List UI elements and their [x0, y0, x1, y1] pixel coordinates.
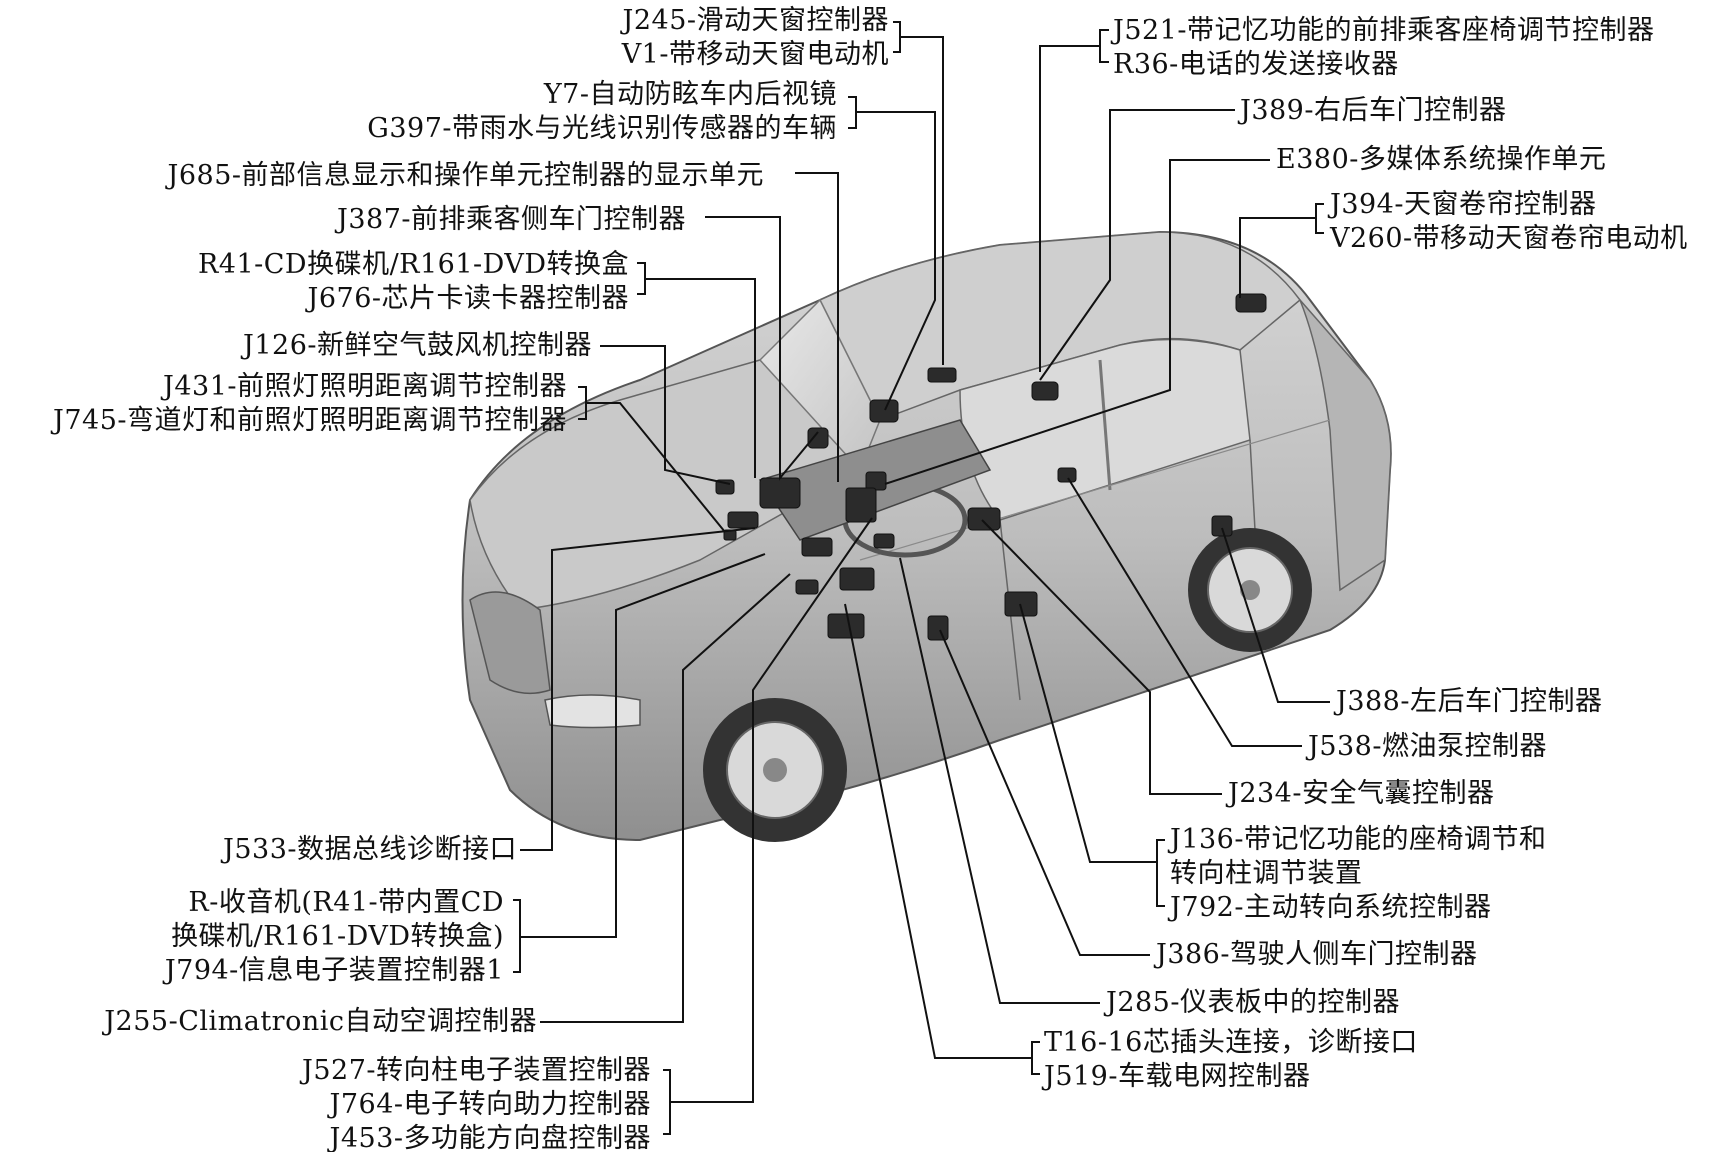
label-j285: J285-仪表板中的控制器 [1106, 986, 1400, 1020]
label-line: E380-多媒体系统操作单元 [1276, 143, 1606, 177]
label-line: J234-安全气囊控制器 [1228, 777, 1494, 811]
label-r41: R41-CD换碟机/R161-DVD转换盒 J676-芯片卡读卡器控制器 [198, 248, 629, 316]
label-line: J126-新鲜空气鼓风机控制器 [243, 329, 592, 363]
label-line: 转向柱调节装置 [1170, 857, 1546, 891]
label-r: R-收音机(R41-带内置CD 换碟机/R161-DVD转换盒) J794-信息… [165, 886, 504, 988]
label-line: J255-Climatronic自动空调控制器 [104, 1005, 537, 1039]
label-line: J431-前照灯照明距离调节控制器 [53, 370, 567, 404]
label-j126: J126-新鲜空气鼓风机控制器 [243, 329, 592, 363]
car-body [463, 232, 1391, 842]
label-j255: J255-Climatronic自动空调控制器 [104, 1005, 537, 1039]
label-e380: E380-多媒体系统操作单元 [1276, 143, 1606, 177]
label-j387: J387-前排乘客侧车门控制器 [337, 203, 686, 237]
label-line: T16-16芯插头连接，诊断接口 [1044, 1026, 1418, 1060]
label-line: J676-芯片卡读卡器控制器 [198, 282, 629, 316]
label-j394: J394-天窗卷帘控制器 V260-带移动天窗卷帘电动机 [1330, 188, 1688, 256]
label-line: J387-前排乘客侧车门控制器 [337, 203, 686, 237]
label-line: J453-多功能方向盘控制器 [302, 1122, 651, 1152]
label-line: Y7-自动防眩车内后视镜 [367, 78, 837, 112]
label-line: J386-驾驶人侧车门控制器 [1156, 938, 1477, 972]
label-line: J538-燃油泵控制器 [1308, 730, 1547, 764]
label-j685: J685-前部信息显示和操作单元控制器的显示单元 [168, 159, 764, 193]
label-line: J685-前部信息显示和操作单元控制器的显示单元 [168, 159, 764, 193]
label-line: J285-仪表板中的控制器 [1106, 986, 1400, 1020]
label-line: J745-弯道灯和前照灯照明距离调节控制器 [53, 404, 567, 438]
label-line: J764-电子转向助力控制器 [302, 1088, 651, 1122]
label-line: J533-数据总线诊断接口 [223, 833, 517, 867]
label-j527: J527-转向柱电子装置控制器 J764-电子转向助力控制器 J453-多功能方… [302, 1054, 651, 1152]
label-line: J245-滑动天窗控制器 [622, 4, 889, 38]
label-line: G397-带雨水与光线识别传感器的车辆 [367, 112, 837, 146]
label-y7: Y7-自动防眩车内后视镜 G397-带雨水与光线识别传感器的车辆 [367, 78, 837, 146]
label-line: V1-带移动天窗电动机 [622, 38, 889, 72]
label-line: J527-转向柱电子装置控制器 [302, 1054, 651, 1088]
label-j386: J386-驾驶人侧车门控制器 [1156, 938, 1477, 972]
label-j521: J521-带记忆功能的前排乘客座椅调节控制器 R36-电话的发送接收器 [1113, 14, 1654, 82]
label-line: J792-主动转向系统控制器 [1170, 891, 1546, 925]
label-line: R36-电话的发送接收器 [1113, 48, 1654, 82]
label-j388: J388-左后车门控制器 [1336, 685, 1602, 719]
label-line: J794-信息电子装置控制器1 [165, 954, 504, 988]
label-line: J136-带记忆功能的座椅调节和 [1170, 823, 1546, 857]
label-line: R-收音机(R41-带内置CD [165, 886, 504, 920]
label-j431: J431-前照灯照明距离调节控制器 J745-弯道灯和前照灯照明距离调节控制器 [53, 370, 567, 438]
label-j389: J389-右后车门控制器 [1240, 94, 1506, 128]
label-line: 换碟机/R161-DVD转换盒) [165, 920, 504, 954]
label-t16: T16-16芯插头连接，诊断接口 J519-车载电网控制器 [1044, 1026, 1418, 1094]
label-j136: J136-带记忆功能的座椅调节和 转向柱调节装置 J792-主动转向系统控制器 [1170, 823, 1546, 925]
label-j533: J533-数据总线诊断接口 [223, 833, 517, 867]
label-line: J394-天窗卷帘控制器 [1330, 188, 1688, 222]
label-line: J519-车载电网控制器 [1044, 1060, 1418, 1094]
label-line: V260-带移动天窗卷帘电动机 [1330, 222, 1688, 256]
label-line: J389-右后车门控制器 [1240, 94, 1506, 128]
label-line: J388-左后车门控制器 [1336, 685, 1602, 719]
label-line: J521-带记忆功能的前排乘客座椅调节控制器 [1113, 14, 1654, 48]
label-j234: J234-安全气囊控制器 [1228, 777, 1494, 811]
label-line: R41-CD换碟机/R161-DVD转换盒 [198, 248, 629, 282]
label-j245: J245-滑动天窗控制器 V1-带移动天窗电动机 [622, 4, 889, 72]
label-j538: J538-燃油泵控制器 [1308, 730, 1547, 764]
